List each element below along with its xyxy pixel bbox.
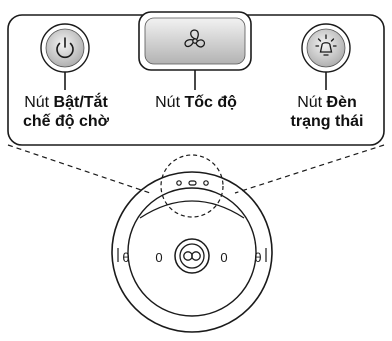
knob-label-4: θ xyxy=(254,250,261,265)
device-top-view xyxy=(111,154,273,333)
status-light-button-label: Nút Đèn trạng thái xyxy=(282,93,372,131)
power-label-bold: Bật/Tắt xyxy=(53,94,108,111)
light-label-line2: trạng thái xyxy=(290,113,364,130)
power-icon xyxy=(56,37,74,59)
power-label-line2: chế độ chờ xyxy=(22,113,110,130)
fan-speed-button[interactable] xyxy=(138,11,252,90)
center-hub-inner xyxy=(179,243,205,269)
fan-label-plain: Nút xyxy=(155,94,185,111)
fan-label-bold: Tốc độ xyxy=(184,94,237,111)
device-inner-ring xyxy=(127,187,257,317)
callout-line-right xyxy=(234,144,385,194)
fan-icon xyxy=(184,29,206,48)
indicator-dot-middle xyxy=(188,180,197,186)
light-label-bold: Đèn xyxy=(326,94,357,111)
lamp-icon xyxy=(315,34,337,56)
power-button-label: Nút Bật/Tắt chế độ chờ xyxy=(10,93,122,131)
indicator-dot-right xyxy=(203,180,209,186)
indicator-dot-left xyxy=(176,180,182,186)
callout-line-left xyxy=(7,144,151,194)
status-light-button[interactable] xyxy=(301,23,351,90)
center-hub-outer xyxy=(174,238,210,274)
power-label-plain: Nút xyxy=(24,94,54,111)
highlight-circle xyxy=(160,154,224,218)
light-label-plain: Nút xyxy=(297,94,327,111)
fan-speed-button-label: Nút Tốc độ xyxy=(140,93,252,112)
device-outer-ring xyxy=(111,171,273,333)
power-button[interactable] xyxy=(40,23,90,90)
knob-label-3: 0 xyxy=(220,250,227,265)
knob-label-2: 0 xyxy=(155,250,162,265)
knob-label-1: θ xyxy=(122,250,129,265)
